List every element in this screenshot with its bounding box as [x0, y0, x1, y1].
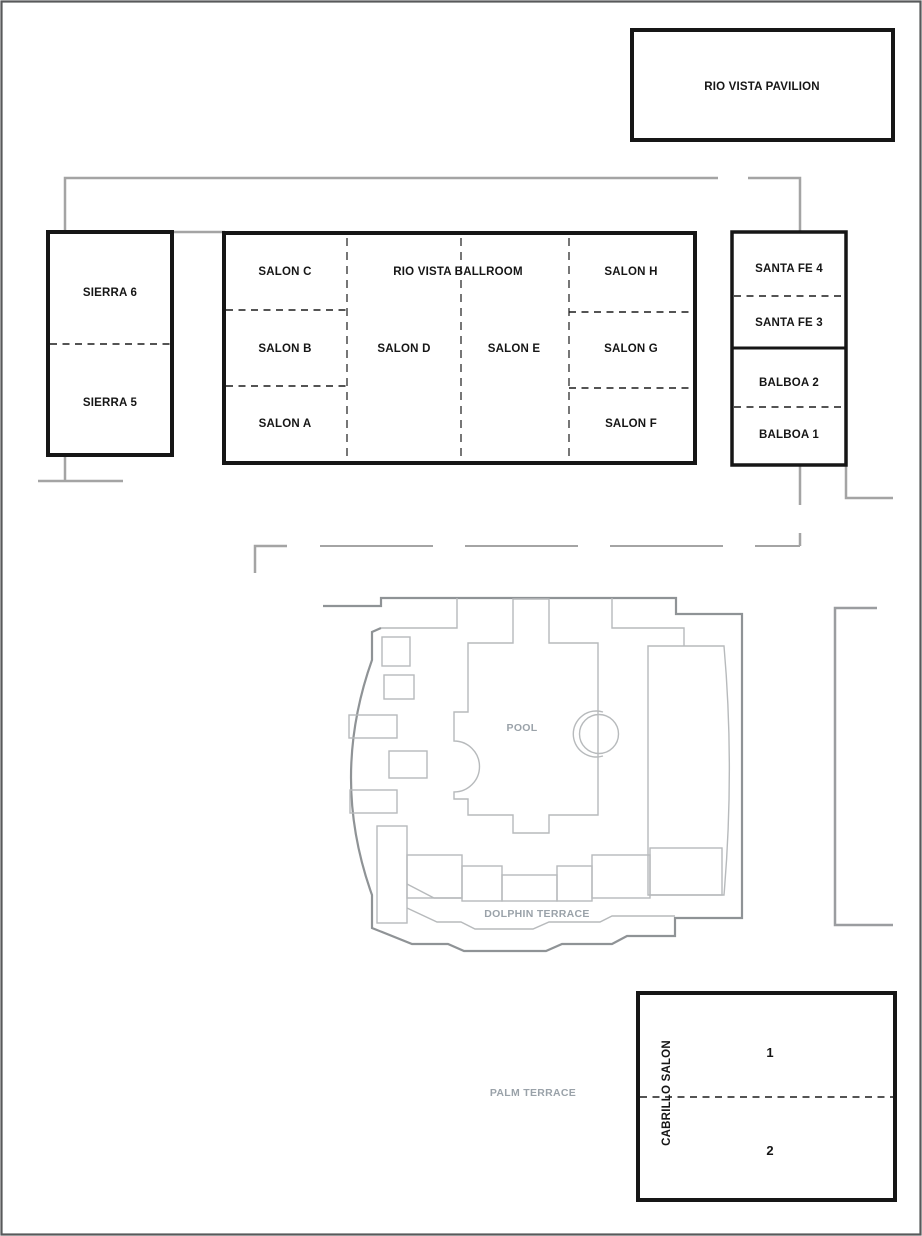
deck-structure-top-right [611, 598, 685, 646]
planter-5 [349, 789, 398, 814]
corridor-lines [38, 176, 893, 927]
salon-a-label: SALON A [259, 418, 312, 430]
east-wall-bracket [833, 606, 893, 927]
palm-terrace-label: PALM TERRACE [490, 1087, 576, 1099]
santafe4-label: SANTA FE 4 [755, 263, 823, 275]
sierra6-label: SIERRA 6 [83, 287, 137, 299]
deck-structure-top-left [381, 598, 458, 629]
terrace-step-1 [406, 854, 463, 899]
terrace-step-6 [649, 847, 723, 896]
ballroom-label: RIO VISTA BALLROOM [393, 266, 522, 278]
pavilion-label: RIO VISTA PAVILION [704, 81, 820, 93]
dolphin-terrace-label: DOLPHIN TERRACE [484, 908, 589, 920]
room-cabrillo: CABRILLO SALON 1 2 [636, 991, 897, 1202]
pool-label: POOL [507, 722, 538, 734]
salon-c-label: SALON C [258, 266, 311, 278]
room-pavilion: RIO VISTA PAVILION [630, 28, 895, 142]
salon-f-label: SALON F [605, 418, 657, 430]
room-ballroom: SALON C RIO VISTA BALLROOM SALON H SALON… [222, 231, 697, 465]
pool-complex: POOL DOLPHIN TERRACE PALM TERRACE [323, 596, 744, 1099]
room-sierra: SIERRA 6 SIERRA 5 [46, 230, 174, 457]
sierra-box [46, 230, 174, 457]
planter-2 [383, 674, 415, 700]
spa-outer-arc [572, 710, 604, 758]
terrace-band-1 [406, 883, 462, 899]
pavilion-box [630, 28, 895, 142]
planter-6 [376, 825, 408, 924]
salon-g-label: SALON G [604, 343, 658, 355]
salon-h-label: SALON H [604, 266, 657, 278]
cabrillo-box [636, 991, 897, 1202]
ballroom-box [222, 231, 697, 465]
planter-4 [388, 750, 428, 779]
santafe3-label: SANTA FE 3 [755, 317, 823, 329]
planter-3 [348, 714, 398, 739]
cabrillo-label: CABRILLO SALON [661, 1040, 673, 1146]
salon-b-label: SALON B [258, 343, 311, 355]
terrace-step-5 [591, 854, 651, 899]
corridor-top-right [748, 176, 802, 231]
cabrillo-2-label: 2 [766, 1143, 773, 1158]
pool-deck-outer-outline [323, 596, 744, 953]
balboa1-label: BALBOA 1 [759, 429, 819, 441]
balboa2-label: BALBOA 2 [759, 377, 819, 389]
deck-structure-east [647, 645, 730, 896]
planter-1 [381, 636, 411, 667]
corridor-top-left [63, 176, 718, 232]
cabrillo-1-label: 1 [766, 1045, 773, 1060]
room-santafe-balboa: SANTA FE 4 SANTA FE 3 BALBOA 2 BALBOA 1 [730, 230, 848, 467]
terrace-step-3 [501, 874, 558, 902]
terrace-band-2 [406, 907, 675, 930]
walkway-corner-left [253, 544, 287, 573]
corridor-right-of-balboa [844, 463, 893, 500]
terrace-step-2 [461, 865, 503, 902]
sierra5-label: SIERRA 5 [83, 397, 138, 409]
terrace-step-4 [556, 865, 593, 902]
salon-d-label: SALON D [377, 343, 430, 355]
pool-outline [453, 598, 599, 834]
spa-circle [578, 713, 620, 755]
salon-e-label: SALON E [488, 343, 541, 355]
